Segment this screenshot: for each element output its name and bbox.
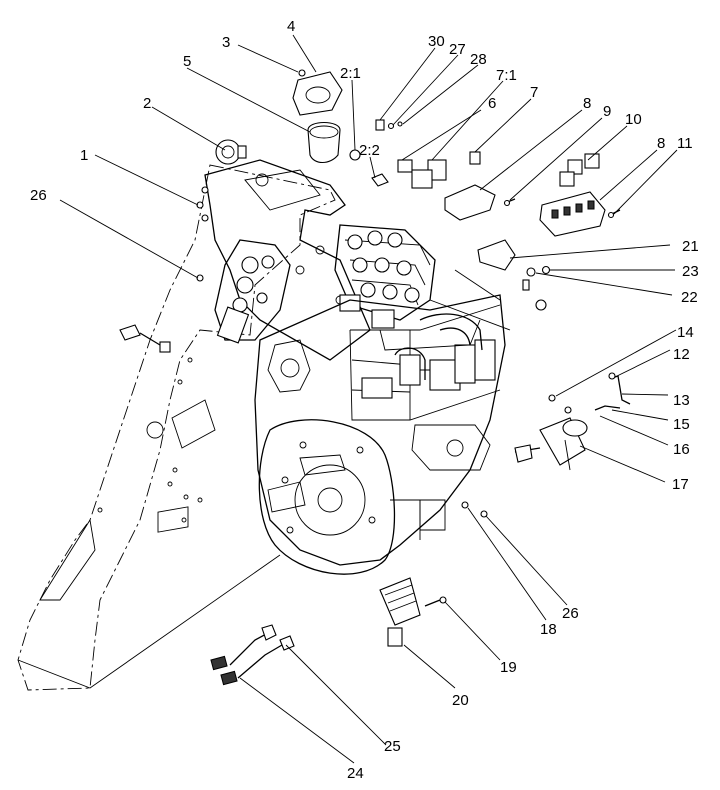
callout-2-1: 2:1 — [340, 65, 361, 82]
hydraulic-valve-assembly — [334, 224, 436, 329]
callout-13: 13 — [673, 392, 690, 409]
callout-20: 20 — [452, 692, 469, 709]
callout-12: 12 — [673, 346, 690, 363]
callout-25: 25 — [384, 738, 401, 755]
callout-14: 14 — [677, 324, 694, 341]
callout-2: 2 — [143, 95, 151, 112]
callout-7: 7 — [530, 84, 538, 101]
callout-6: 6 — [488, 95, 496, 112]
callout-17: 17 — [672, 476, 689, 493]
callout-23: 23 — [682, 263, 699, 280]
callout-8a: 8 — [583, 95, 591, 112]
nuts-26 — [196, 186, 488, 518]
valve-manifold-left — [214, 239, 291, 344]
callout-8b: 8 — [657, 135, 665, 152]
callout-1: 1 — [80, 147, 88, 164]
callout-15: 15 — [673, 416, 690, 433]
callout-21: 21 — [682, 238, 699, 255]
callout-3: 3 — [222, 34, 230, 51]
part-4-bracket — [292, 71, 343, 116]
callout-10: 10 — [625, 111, 642, 128]
part-27-28-30-fasteners — [375, 119, 403, 131]
callout-4: 4 — [287, 18, 295, 35]
callout-18: 18 — [540, 621, 557, 638]
part-5-cup — [307, 121, 341, 164]
callout-30: 30 — [428, 33, 445, 50]
callout-labels: 1 2 2:1 2:2 3 4 5 6 7 7:1 8 8 9 10 11 12… — [30, 18, 699, 782]
callout-24: 24 — [347, 765, 364, 782]
leader-lines — [59, 34, 678, 764]
part-2-2-gasket — [371, 173, 389, 187]
part-17-solenoid — [514, 417, 588, 471]
part-19-regulator — [379, 577, 447, 626]
callout-16: 16 — [673, 441, 690, 458]
callout-2-2: 2:2 — [359, 142, 380, 159]
callout-11: 11 — [677, 135, 693, 152]
part-8-fuse-block — [539, 191, 606, 237]
frame-side-panel — [17, 164, 336, 691]
manifold-pipes — [394, 269, 511, 380]
part-20-connector — [387, 627, 403, 647]
part-21-cover — [477, 239, 516, 271]
callout-22: 22 — [681, 289, 698, 306]
callout-7-1: 7:1 — [496, 67, 517, 84]
callout-9: 9 — [603, 103, 611, 120]
callout-28: 28 — [470, 51, 487, 68]
callout-19: 19 — [500, 659, 517, 676]
part-6-switch — [397, 159, 433, 189]
part-22-23-washers — [522, 265, 551, 311]
callout-27: 27 — [449, 41, 466, 58]
part-24-25-harness — [210, 624, 295, 686]
flywheel-housing — [258, 339, 396, 575]
callout-26b: 26 — [562, 605, 579, 622]
part-9-connector — [444, 184, 516, 221]
wire-connector-left — [119, 324, 171, 353]
callout-26a: 26 — [30, 187, 47, 204]
part-10-relays — [559, 153, 600, 187]
engine-block — [254, 294, 506, 566]
part-3-screw — [298, 69, 306, 77]
part-2-gauge — [215, 139, 247, 165]
callout-5: 5 — [183, 53, 191, 70]
